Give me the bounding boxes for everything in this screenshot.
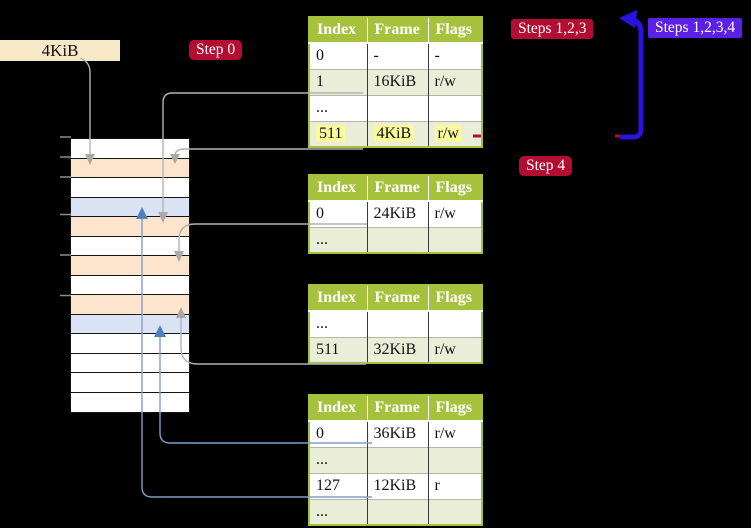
- table-header-row: Index Frame Flags: [309, 395, 482, 422]
- table-cell: -: [366, 42, 428, 69]
- table-row: 0 36KiB r/w: [309, 420, 482, 447]
- col-header-frame: Frame: [366, 17, 428, 44]
- table-cell: [427, 226, 482, 253]
- memory-row: [71, 295, 189, 315]
- table-cell: 127: [309, 472, 367, 499]
- table-row: 0 24KiB r/w: [309, 200, 482, 227]
- table-cell: [427, 94, 482, 121]
- table-row: ...: [309, 94, 482, 121]
- memory-row: [71, 392, 189, 412]
- table-cell: ...: [309, 94, 367, 121]
- table-cell: [366, 94, 428, 121]
- table-cell: r/w: [427, 120, 482, 147]
- table-cell: 36KiB: [366, 420, 428, 447]
- arrow-table1-511-to-memory: [170, 148, 363, 164]
- table-cell: 511: [309, 336, 367, 363]
- memory-row: [71, 158, 189, 178]
- col-header-flags: Flags: [427, 175, 482, 202]
- table-cell: [366, 498, 428, 525]
- table-cell: ...: [309, 310, 367, 337]
- table-cell: [427, 446, 482, 473]
- table-cell: 24KiB: [366, 200, 428, 227]
- col-header-flags: Flags: [427, 285, 482, 312]
- table-cell: [427, 498, 482, 525]
- table-header-row: Index Frame Flags: [309, 175, 482, 202]
- table-cell: ...: [309, 226, 367, 253]
- memory-row: [71, 197, 189, 217]
- table-cell: [366, 310, 428, 337]
- table-cell: r/w: [427, 336, 482, 363]
- table-row: 1 16KiB r/w: [309, 68, 482, 95]
- table-row: 0 - -: [309, 42, 482, 69]
- table-cell: [366, 446, 428, 473]
- table-cell: 1: [309, 68, 367, 95]
- col-header-frame: Frame: [366, 285, 428, 312]
- table-cell: r: [427, 472, 482, 499]
- table-row: ...: [309, 226, 482, 253]
- table-cell: 0: [309, 420, 367, 447]
- memory-row: [71, 178, 189, 198]
- table-row: ...: [309, 310, 482, 337]
- col-header-flags: Flags: [427, 17, 482, 44]
- table-row: ...: [309, 498, 482, 525]
- label-step-4: Step 4: [519, 156, 573, 176]
- col-header-frame: Frame: [366, 395, 428, 422]
- page-table-4: Index Frame Flags 0 36KiB r/w ... 127 12…: [308, 394, 483, 526]
- label-steps-1234: Steps 1,2,3,4: [648, 18, 743, 38]
- table-header-row: Index Frame Flags: [309, 285, 482, 312]
- table-cell: 32KiB: [366, 336, 428, 363]
- table-row: 127 12KiB r: [309, 472, 482, 499]
- memory-row: [71, 314, 189, 334]
- memory-row: [71, 139, 189, 159]
- table-cell: 0: [309, 200, 367, 227]
- table-cell: 12KiB: [366, 472, 428, 499]
- memory-row: [71, 334, 189, 354]
- col-header-index: Index: [309, 175, 367, 202]
- table-cell: [366, 226, 428, 253]
- memory-row: [71, 275, 189, 295]
- memory-row: [71, 353, 189, 373]
- table-cell: 4KiB: [366, 120, 428, 147]
- col-header-index: Index: [309, 17, 367, 44]
- table-cell: 16KiB: [366, 68, 428, 95]
- table-cell: r/w: [427, 200, 482, 227]
- col-header-index: Index: [309, 285, 367, 312]
- memory-row: [71, 217, 189, 237]
- table-cell: ...: [309, 446, 367, 473]
- table-cell: [427, 310, 482, 337]
- table-row-highlighted: 511 4KiB r/w: [309, 120, 482, 147]
- table-cell: -: [427, 42, 482, 69]
- label-steps-123: Steps 1,2,3: [511, 19, 594, 39]
- size-box-4kib: 4KiB: [0, 40, 120, 61]
- page-table-1: Index Frame Flags 0 - - 1 16KiB r/w ... …: [308, 16, 483, 148]
- memory-row: [71, 373, 189, 393]
- page-table-2: Index Frame Flags 0 24KiB r/w ...: [308, 174, 483, 254]
- physical-memory-column: [70, 138, 190, 413]
- table-header-row: Index Frame Flags: [309, 17, 482, 44]
- memory-row: [71, 256, 189, 276]
- label-step-0: Step 0: [189, 40, 243, 60]
- memory-row: [71, 236, 189, 256]
- col-header-frame: Frame: [366, 175, 428, 202]
- table-cell: ...: [309, 498, 367, 525]
- table-row: ...: [309, 446, 482, 473]
- table-cell: 511: [309, 120, 367, 147]
- page-table-3: Index Frame Flags ... 511 32KiB r/w: [308, 284, 483, 364]
- col-header-flags: Flags: [427, 395, 482, 422]
- table-cell: r/w: [427, 420, 482, 447]
- table-row: 511 32KiB r/w: [309, 336, 482, 363]
- table-cell: 0: [309, 42, 367, 69]
- col-header-index: Index: [309, 395, 367, 422]
- thick-blue-loop-arrow: [619, 10, 644, 140]
- table-cell: r/w: [427, 68, 482, 95]
